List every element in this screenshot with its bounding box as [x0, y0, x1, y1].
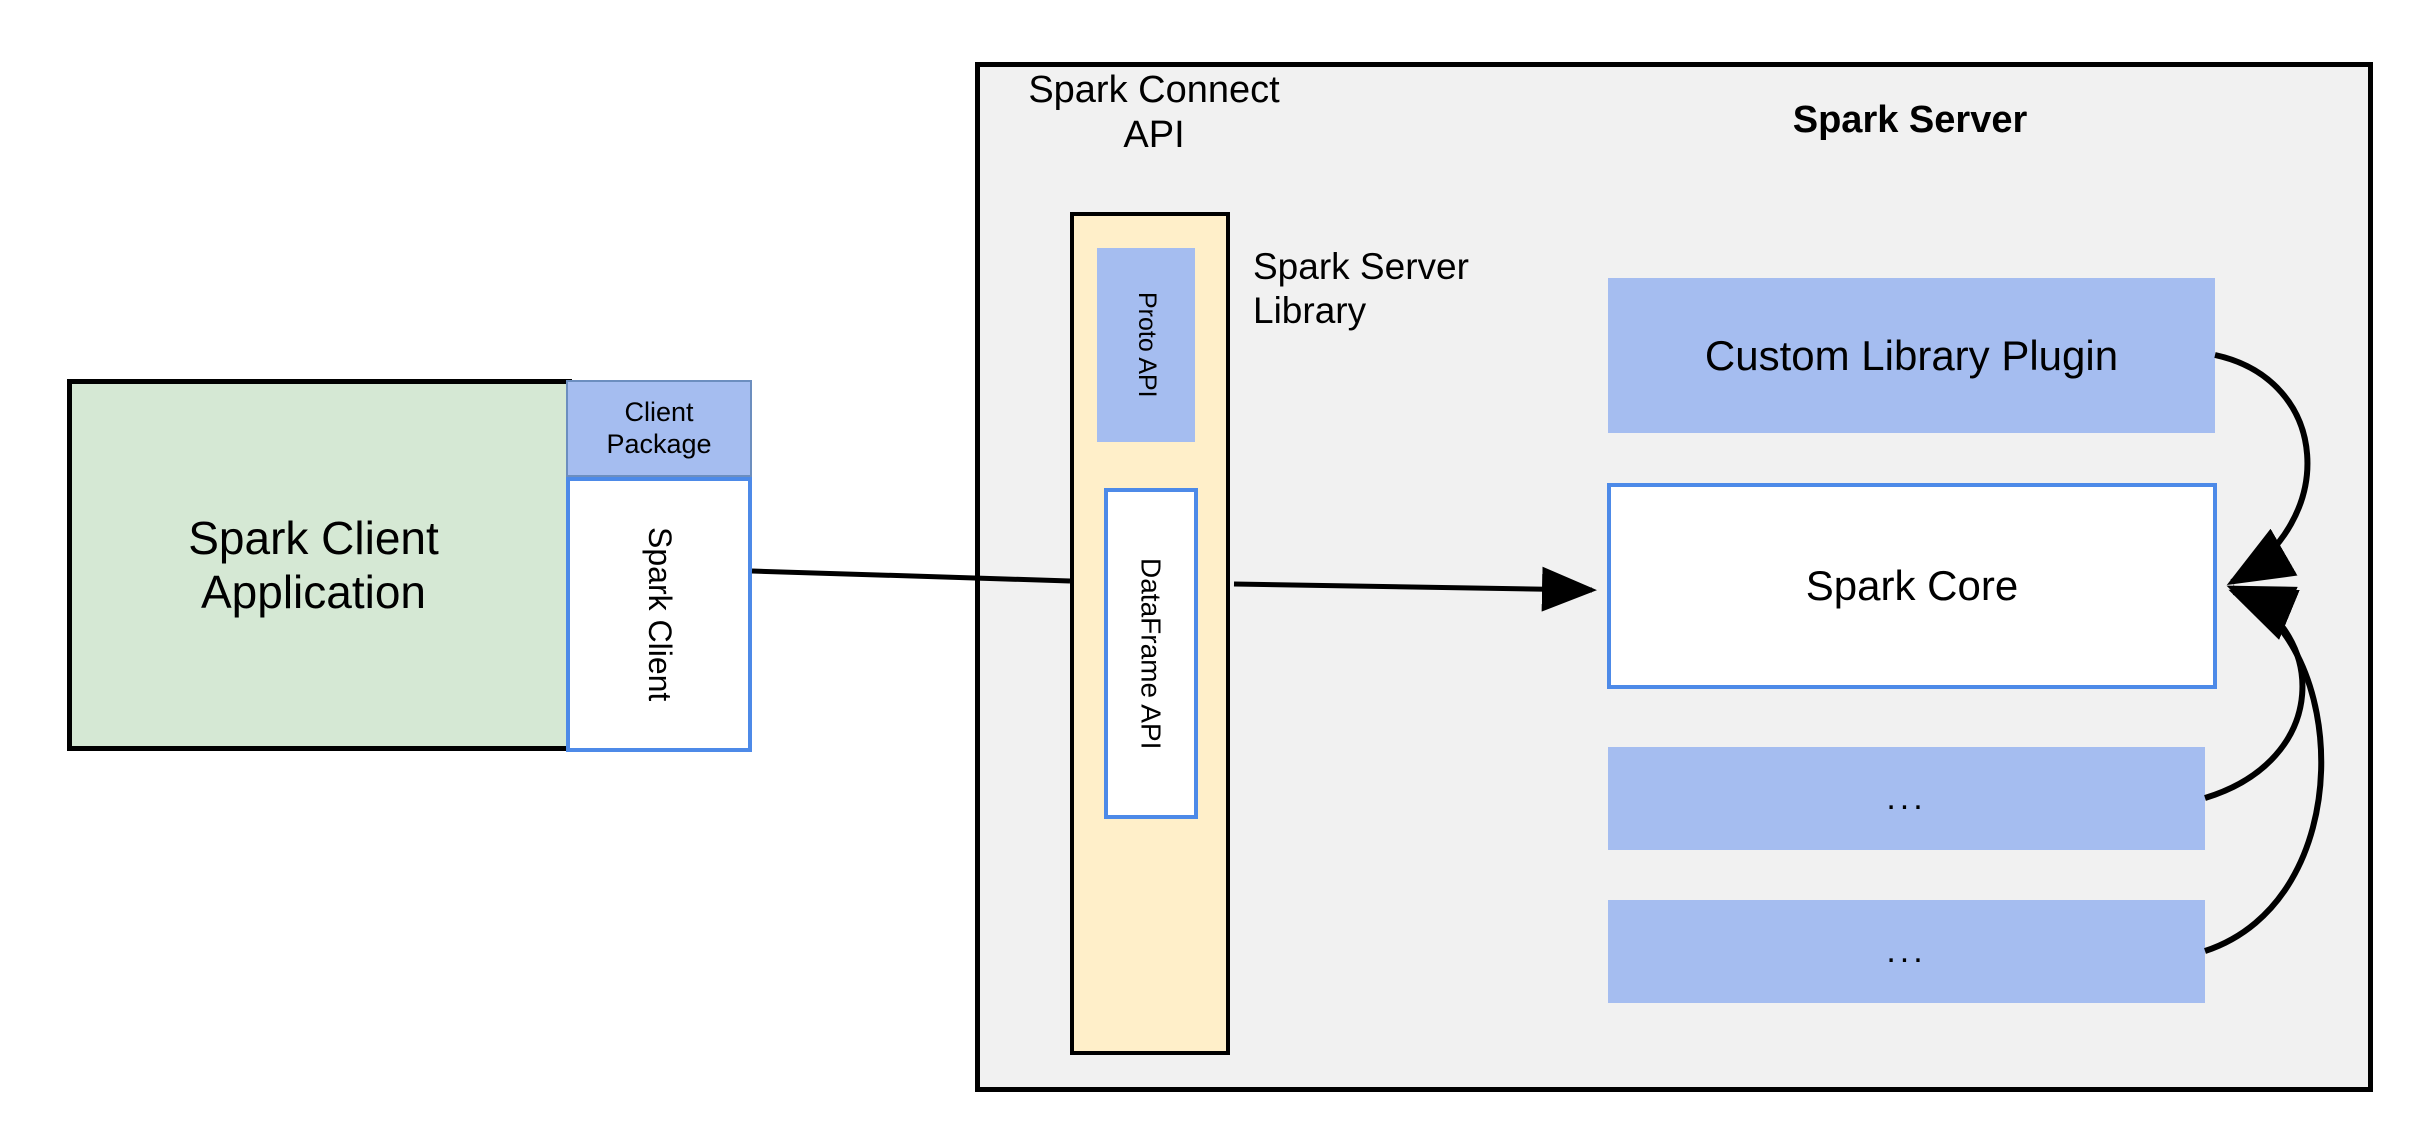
spark-server-library-label-line2: Library [1253, 289, 1367, 331]
spark-server-title: Spark Server [1792, 98, 2028, 141]
client-package-label: Client Package [606, 396, 712, 459]
dataframe-api-label: DataFrame API [1135, 557, 1167, 750]
dataframe-api-box[interactable]: DataFrame API [1104, 488, 1198, 819]
spark-core-label: Spark Core [1805, 562, 2019, 610]
ellipsis-label-2: ... [1886, 932, 1927, 971]
spark-client-application-box[interactable]: Spark Client Application [67, 379, 572, 751]
spark-core-box[interactable]: Spark Core [1607, 483, 2217, 689]
spark-client-application-label: Spark Client Application [188, 511, 439, 618]
ellipsis-box-1[interactable]: ... [1608, 747, 2205, 850]
spark-client-label: Spark Client [641, 527, 678, 702]
spark-connect-api-title-line2: API [1123, 113, 1185, 156]
spark-server-library-label-line1: Spark Server [1253, 246, 1469, 287]
proto-api-box[interactable]: Proto API [1097, 248, 1195, 442]
ellipsis-label-1: ... [1886, 779, 1927, 818]
proto-api-label: Proto API [1132, 292, 1161, 398]
spark-connect-api-title-line1: Spark Connect [1028, 69, 1280, 111]
custom-library-plugin-label: Custom Library Plugin [1704, 331, 2119, 379]
custom-library-plugin-box[interactable]: Custom Library Plugin [1608, 278, 2215, 433]
client-package-box[interactable]: Client Package [566, 380, 752, 477]
spark-client-box[interactable]: Spark Client [566, 477, 752, 752]
spark-connect-api-title: Spark Connect API [1004, 68, 1304, 164]
ellipsis-box-2[interactable]: ... [1608, 900, 2205, 1003]
spark-server-library-label: Spark Server Library [1253, 245, 1553, 355]
